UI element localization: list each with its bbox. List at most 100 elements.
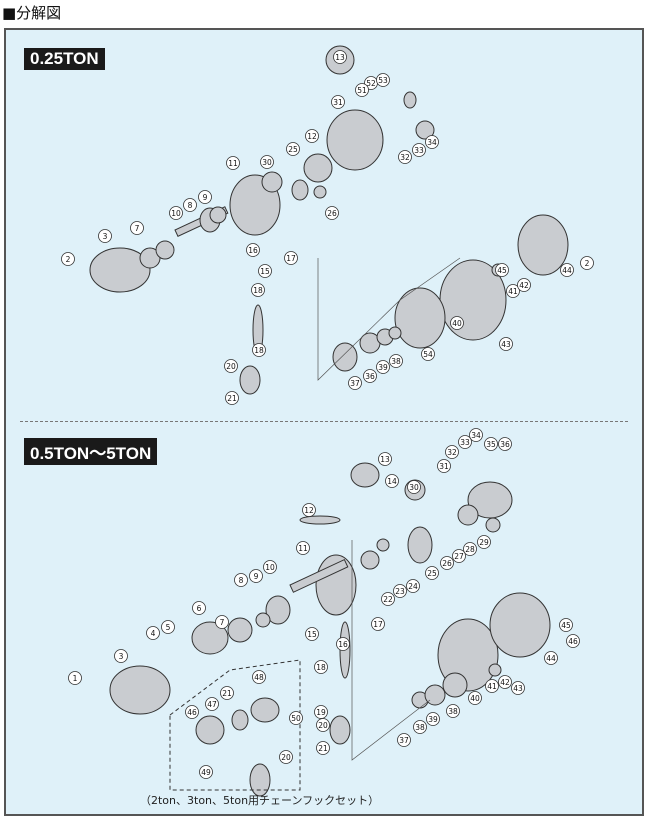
callout-circle — [463, 542, 477, 556]
callout-circle — [484, 437, 498, 451]
callout-circle — [130, 221, 144, 235]
part-shape — [191, 621, 229, 655]
callout-number: 11 — [298, 544, 308, 553]
callout-circle — [333, 50, 347, 64]
callout-circle — [426, 712, 440, 726]
callout-circle — [458, 435, 472, 449]
callout-number: 37 — [350, 379, 360, 388]
callout-circle — [336, 637, 350, 651]
callout-number: 20 — [318, 721, 328, 730]
callout-circle — [260, 155, 274, 169]
callout-circle — [296, 541, 310, 555]
callout-circle — [215, 615, 229, 629]
callout-circle — [192, 601, 206, 615]
callout-number: 30 — [409, 483, 419, 492]
callout-circle — [363, 369, 377, 383]
callout-number: 24 — [408, 582, 418, 591]
part-shape — [326, 109, 384, 171]
callout-circle — [289, 711, 303, 725]
callout-number: 50 — [291, 714, 301, 723]
part-shape — [388, 326, 402, 340]
callout-circle — [258, 264, 272, 278]
part-shape — [517, 214, 569, 276]
callout-number: 10 — [265, 563, 275, 572]
callout-number: 40 — [470, 694, 480, 703]
part-shape — [467, 481, 513, 519]
callout-circle — [325, 206, 339, 220]
callout-circle — [544, 651, 558, 665]
part-shape — [209, 206, 227, 224]
callout-circle — [385, 474, 399, 488]
callout-circle — [421, 347, 435, 361]
part-shape — [424, 684, 446, 706]
callout-number: 44 — [546, 654, 556, 663]
callout-circle — [146, 626, 160, 640]
callout-circle — [450, 316, 464, 330]
callout-number: 20 — [226, 362, 236, 371]
callout-circle — [316, 741, 330, 755]
callout-circle — [252, 670, 266, 684]
callout-number: 45 — [497, 266, 507, 275]
callout-number: 40 — [452, 319, 462, 328]
callout-number: 12 — [304, 506, 314, 515]
callout-number: 15 — [307, 630, 317, 639]
callout-circle — [252, 343, 266, 357]
callout-circle — [98, 229, 112, 243]
callout-circle — [498, 437, 512, 451]
callout-circle — [161, 620, 175, 634]
callout-number: 33 — [414, 146, 424, 155]
callout-circle — [452, 549, 466, 563]
part-shape — [265, 595, 291, 625]
callout-circle — [485, 679, 499, 693]
callout-number: 42 — [519, 281, 529, 290]
callout-number: 29 — [479, 538, 489, 547]
callout-circle — [495, 263, 509, 277]
part-shape — [485, 517, 501, 533]
callout-circle — [234, 573, 248, 587]
callout-number: 53 — [378, 76, 388, 85]
callout-circle — [198, 190, 212, 204]
callout-circle — [445, 445, 459, 459]
callout-number: 21 — [318, 744, 328, 753]
callout-number: 30 — [262, 158, 272, 167]
callout-number: 16 — [338, 640, 348, 649]
part-shape — [227, 617, 253, 643]
part-shape — [255, 612, 271, 628]
callout-circle — [412, 143, 426, 157]
section-title-05-5ton: 0.5TON〜5TON — [24, 438, 158, 465]
callout-number: 4 — [151, 629, 156, 638]
callout-circle — [61, 252, 75, 266]
callout-number: 8 — [188, 201, 193, 210]
callout-number: 18 — [253, 286, 263, 295]
callout-circle — [314, 660, 328, 674]
callout-circle — [224, 359, 238, 373]
callout-number: 52 — [366, 79, 376, 88]
callout-circle — [114, 649, 128, 663]
callout-circle — [205, 697, 219, 711]
callout-number: 31 — [439, 462, 449, 471]
callout-number: 34 — [471, 431, 481, 440]
part-shape — [299, 515, 341, 525]
callout-number: 2 — [66, 255, 71, 264]
part-shape — [403, 91, 417, 109]
callout-circle — [559, 618, 573, 632]
section-heading: ■分解図 — [2, 4, 62, 22]
callout-circle — [183, 198, 197, 212]
part-shape — [261, 171, 283, 193]
callout-number: 37 — [399, 736, 409, 745]
callout-circle — [68, 671, 82, 685]
callout-number: 25 — [288, 145, 298, 154]
leader-line — [351, 540, 431, 761]
callout-number: 48 — [254, 673, 264, 682]
callout-circle — [284, 251, 298, 265]
callout-circle — [376, 73, 390, 87]
part-shape — [313, 185, 327, 199]
callout-circle — [371, 617, 385, 631]
callout-number: 33 — [460, 438, 470, 447]
callout-circle — [263, 560, 277, 574]
callout-circle — [378, 452, 392, 466]
callout-number: 44 — [562, 266, 572, 275]
callout-circle — [220, 686, 234, 700]
callout-circle — [580, 256, 594, 270]
callout-number: 3 — [119, 652, 124, 661]
